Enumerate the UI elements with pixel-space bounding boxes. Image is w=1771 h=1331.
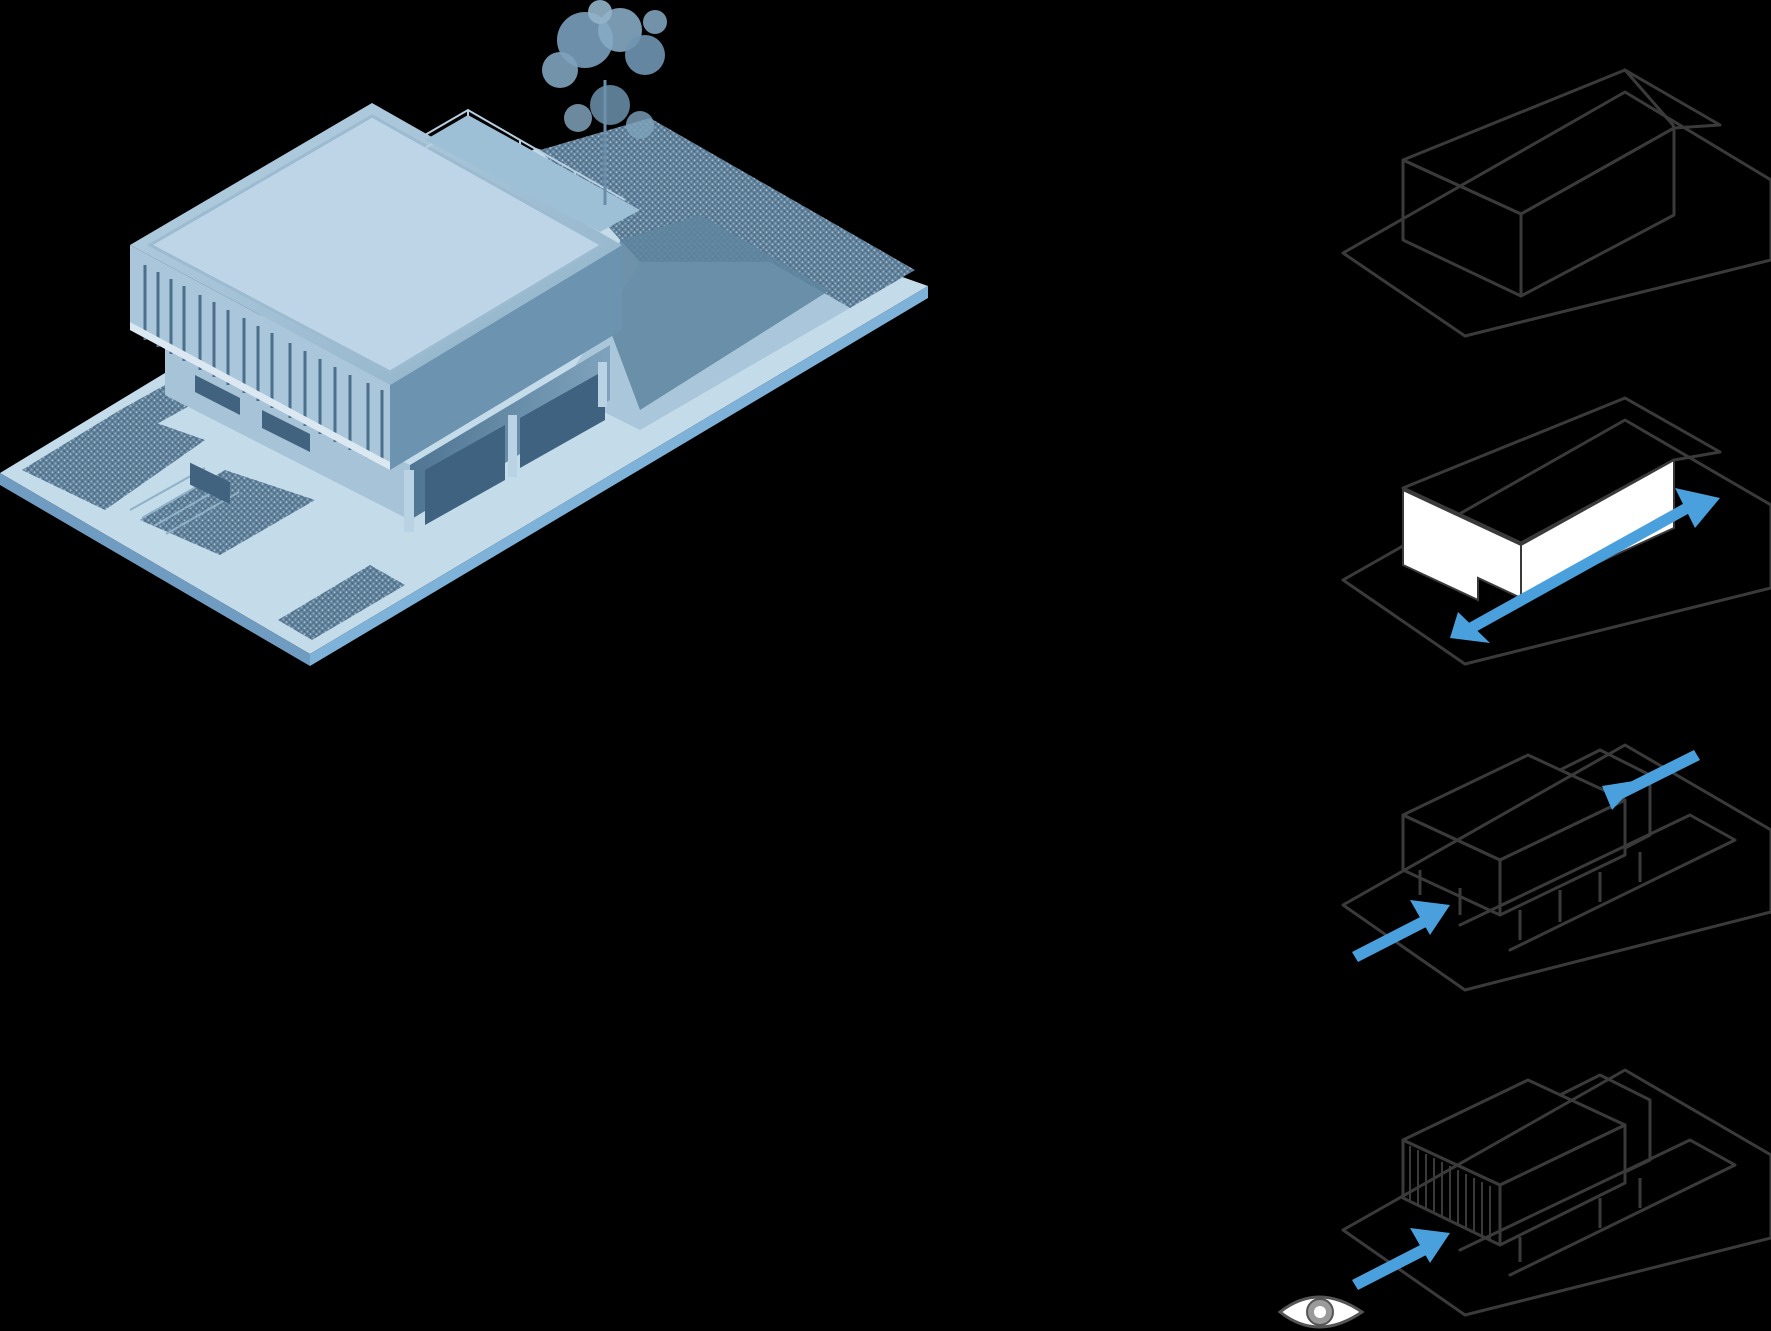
diagram-step-1 [1341,68,1771,338]
volume-top-2 [1401,396,1722,545]
view-arrow-head [1410,1228,1450,1263]
garden-back-right [540,118,915,308]
view-arrow [1352,1228,1450,1290]
volume-front-1 [1401,158,1523,298]
facade-fins-4 [1409,1146,1491,1240]
diagram-step-2 [1341,396,1771,666]
garage-opening-2 [520,370,605,468]
volume-side-1 [1519,126,1676,298]
arrow-head-left [1450,612,1490,643]
site-outline-4 [1341,1068,1771,1317]
garden-front-left [22,410,205,510]
arrow-in-right [1602,750,1700,810]
volume-back-1 [1623,68,1722,130]
garden-front-right [278,565,405,640]
volume-front-2-white [1402,488,1522,602]
column-1 [404,470,414,532]
garage-opening-1 [425,425,505,525]
double-arrow [1450,488,1720,643]
rear-volume-4 [1558,1073,1652,1174]
ground-window-b [262,410,310,452]
facade-band [130,322,390,470]
shadow-area [610,215,830,410]
diagram-step-4 [1277,1068,1771,1329]
column-3 [598,362,607,407]
ground-window-a [195,375,240,415]
garden-front-center [140,470,315,555]
pillars-4 [1518,1178,1642,1262]
site-base-front-edge [0,473,310,666]
arrow-lower-head [1410,900,1450,935]
upper-side-4 [1498,1123,1627,1247]
volume-side-2-white [1520,458,1675,600]
arrow-upper-head [1602,780,1640,810]
arrow-lower-shaft [1352,912,1436,962]
eye-icon [1277,1295,1365,1329]
ground-window-1 [190,462,230,505]
upper-volume-side [390,245,622,470]
facade-louvers [143,265,384,465]
arrow-upper-shaft [1614,750,1700,800]
path-strip-4 [1458,1138,1737,1277]
arrow-in-left [1352,900,1450,962]
path-strip-3 [1458,813,1737,952]
tree [542,0,667,205]
arrow-head-right [1675,488,1720,528]
diagram-step-3 [1341,743,1771,992]
arrow-shaft [1465,500,1695,635]
rear-volume-3 [1558,748,1652,850]
upper-slab-3 [1401,813,1502,917]
view-arrow-shaft [1352,1240,1436,1290]
house-render [0,0,928,666]
upper-side-3 [1498,798,1627,917]
upper-volume-front [130,245,390,470]
roof-terrace [425,115,640,232]
site-outline-3 [1341,743,1771,992]
site-outline-1 [1341,90,1771,338]
column-2 [508,415,517,477]
pillars-3 [1418,852,1642,940]
roof-parapet-inner [146,114,605,374]
site-base-right-edge [310,286,928,666]
site-outline-2 [1341,418,1771,666]
